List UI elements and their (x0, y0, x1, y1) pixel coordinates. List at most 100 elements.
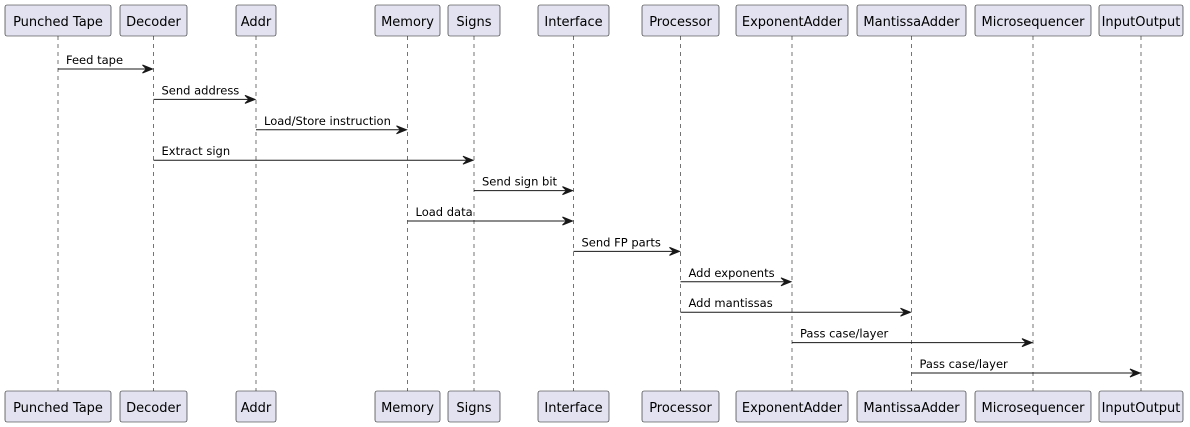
participant-label: ExponentAdder (742, 15, 843, 30)
participant-box (4, 390, 112, 423)
participant-label: Interface (544, 401, 602, 416)
arrowhead-icon (462, 155, 475, 165)
participant-box (119, 4, 188, 37)
lifelines (57, 36, 1142, 391)
participant-box (641, 390, 720, 423)
arrowhead-icon (562, 186, 574, 196)
participant-processor-top: Processor (641, 4, 720, 37)
message-label: Feed tape (66, 53, 123, 67)
message-label: Pass case/layer (920, 357, 1009, 371)
participants-bottom-row: Punched Tape Decoder Addr Memory Signs Interf… (4, 390, 1184, 423)
participant-label: ExponentAdder (742, 401, 843, 416)
participant-box (374, 390, 441, 423)
arrowhead-icon (396, 125, 408, 135)
arrowhead-icon (900, 307, 912, 317)
participant-punched-tape-top: Punched Tape (4, 4, 112, 37)
participant-decoder-top: Decoder (119, 4, 188, 37)
participant-box (4, 4, 112, 37)
participant-label: Microsequencer (982, 15, 1086, 30)
participant-label: InputOutput (1102, 15, 1181, 30)
participant-box (235, 4, 277, 37)
participant-label: Decoder (126, 15, 181, 30)
participant-box (447, 4, 501, 37)
participant-label: Addr (241, 15, 272, 30)
participant-input-output-top: InputOutput (1098, 4, 1184, 37)
message-2: Send address (153, 83, 257, 104)
participant-box (856, 4, 967, 37)
message-9: Add mantissas (680, 296, 912, 317)
participant-mantissa-adder-top: MantissaAdder (856, 4, 967, 37)
participant-label: MantissaAdder (863, 401, 960, 416)
participant-processor-bottom: Processor (641, 390, 720, 423)
message-1: Feed tape (58, 53, 154, 74)
participant-exponent-adder-top: ExponentAdder (735, 4, 849, 37)
participant-input-output-bottom: InputOutput (1098, 390, 1184, 423)
participant-label: Punched Tape (13, 15, 103, 30)
message-6: Load data (407, 205, 574, 226)
arrowhead-icon (1021, 338, 1034, 348)
arrowhead-icon (780, 277, 793, 287)
message-label: Load data (416, 205, 473, 219)
participant-box (447, 390, 501, 423)
participant-box (537, 390, 610, 423)
message-3: Load/Store instruction (256, 114, 408, 135)
message-11: Pass case/layer (911, 357, 1142, 378)
participant-microsequencer-top: Microsequencer (974, 4, 1092, 37)
participant-box (974, 4, 1092, 37)
participant-addr-bottom: Addr (235, 390, 277, 423)
participant-mantissa-adder-bottom: MantissaAdder (856, 390, 967, 423)
message-label: Add mantissas (689, 296, 773, 310)
participant-interface-bottom: Interface (537, 390, 610, 423)
participant-label: Punched Tape (13, 401, 103, 416)
message-8: Add exponents (680, 266, 793, 287)
participant-label: Memory (381, 401, 434, 416)
arrowhead-icon (669, 246, 681, 256)
participant-memory-bottom: Memory (374, 390, 441, 423)
participant-memory-top: Memory (374, 4, 441, 37)
participant-box (641, 4, 720, 37)
participant-decoder-bottom: Decoder (119, 390, 188, 423)
participants-top-row: Punched Tape Decoder Addr Memory Signs Interf… (4, 4, 1184, 37)
participant-label: InputOutput (1102, 401, 1181, 416)
participant-label: Signs (456, 401, 491, 416)
message-label: Pass case/layer (800, 327, 889, 341)
message-label: Extract sign (162, 144, 231, 158)
participant-box (735, 390, 849, 423)
message-7: Send FP parts (573, 235, 681, 256)
participant-box (974, 390, 1092, 423)
participant-box (537, 4, 610, 37)
participant-interface-top: Interface (537, 4, 610, 37)
participant-punched-tape-bottom: Punched Tape (4, 390, 112, 423)
participant-microsequencer-bottom: Microsequencer (974, 390, 1092, 423)
arrowhead-icon (142, 64, 154, 74)
message-4: Extract sign (153, 144, 475, 165)
participant-label: MantissaAdder (863, 15, 960, 30)
message-label: Send address (162, 83, 240, 97)
participant-box (235, 390, 277, 423)
participant-box (856, 390, 967, 423)
participant-exponent-adder-bottom: ExponentAdder (735, 390, 849, 423)
participant-box (119, 390, 188, 423)
participant-box (1098, 390, 1184, 423)
participant-label: Processor (649, 401, 712, 416)
arrowhead-icon (1129, 368, 1142, 378)
message-5: Send sign bit (474, 175, 574, 196)
participant-label: Signs (456, 15, 491, 30)
participant-label: Microsequencer (982, 401, 1086, 416)
message-10: Pass case/layer (792, 327, 1034, 348)
arrowhead-icon (244, 94, 257, 104)
participant-box (735, 4, 849, 37)
participant-label: Memory (381, 15, 434, 30)
message-label: Load/Store instruction (264, 114, 391, 128)
arrowhead-icon (562, 216, 574, 226)
message-label: Send sign bit (482, 175, 558, 189)
participant-label: Addr (241, 401, 272, 416)
participant-label: Interface (544, 15, 602, 30)
participant-label: Decoder (126, 401, 181, 416)
participant-label: Processor (649, 15, 712, 30)
message-label: Send FP parts (582, 235, 661, 249)
message-label: Add exponents (689, 266, 775, 280)
participant-box (374, 4, 441, 37)
